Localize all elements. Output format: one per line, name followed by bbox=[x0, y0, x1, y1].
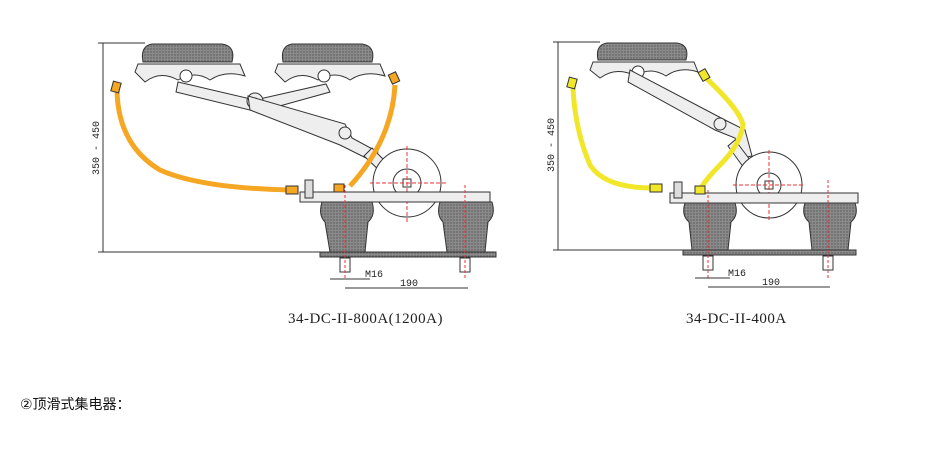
arm-joint bbox=[713, 117, 727, 131]
base-rail bbox=[299, 191, 491, 203]
collector-shoe-right bbox=[274, 43, 386, 83]
terminal-bolt bbox=[673, 181, 683, 199]
collector-drawing-800a: M16 190 350 - 450 bbox=[92, 42, 497, 290]
collector-drawing-400a: M16 190 350 - 450 bbox=[547, 41, 859, 289]
shunt-cable-right bbox=[697, 76, 746, 192]
shunt-cable-left bbox=[570, 87, 653, 191]
base-plate bbox=[682, 249, 857, 256]
cable-lug bbox=[566, 76, 578, 90]
arm-joint bbox=[338, 126, 352, 140]
insulator-left bbox=[320, 201, 374, 253]
cable-lug bbox=[697, 67, 711, 83]
height-dimension-line bbox=[98, 42, 320, 253]
height-dimension-line bbox=[553, 41, 683, 251]
cable-lug bbox=[387, 71, 401, 85]
insulator-right bbox=[438, 201, 494, 253]
base-plate bbox=[319, 251, 497, 258]
terminal-bolt bbox=[304, 179, 314, 199]
base-rail bbox=[669, 192, 859, 204]
height-dimension-label: 350 - 450 bbox=[92, 121, 103, 175]
insulator-left bbox=[683, 202, 737, 251]
insulator-right bbox=[803, 202, 857, 251]
arm bbox=[247, 95, 379, 161]
cable-lug bbox=[649, 183, 663, 193]
cable-lug bbox=[285, 185, 299, 195]
cable-lug bbox=[110, 80, 122, 94]
bolt-size-label: M16 bbox=[728, 269, 746, 280]
collector-shoe bbox=[589, 42, 699, 79]
cable-lug bbox=[333, 183, 345, 193]
height-dimension-label: 350 - 450 bbox=[547, 118, 558, 172]
figure-caption-800a: 34-DC-II-800A(1200A) bbox=[288, 311, 443, 327]
bolt-size-label: M16 bbox=[365, 270, 383, 281]
shunt-cable-right bbox=[348, 84, 398, 188]
shunt-cable-left bbox=[114, 89, 291, 193]
section-heading: ②顶滑式集电器： bbox=[20, 397, 131, 413]
cable-lug bbox=[694, 185, 706, 195]
spacing-label: 190 bbox=[400, 279, 418, 290]
collector-shoe-left bbox=[134, 43, 246, 83]
spacing-label: 190 bbox=[762, 278, 780, 289]
figure-caption-400a: 34-DC-II-400A bbox=[686, 311, 787, 327]
